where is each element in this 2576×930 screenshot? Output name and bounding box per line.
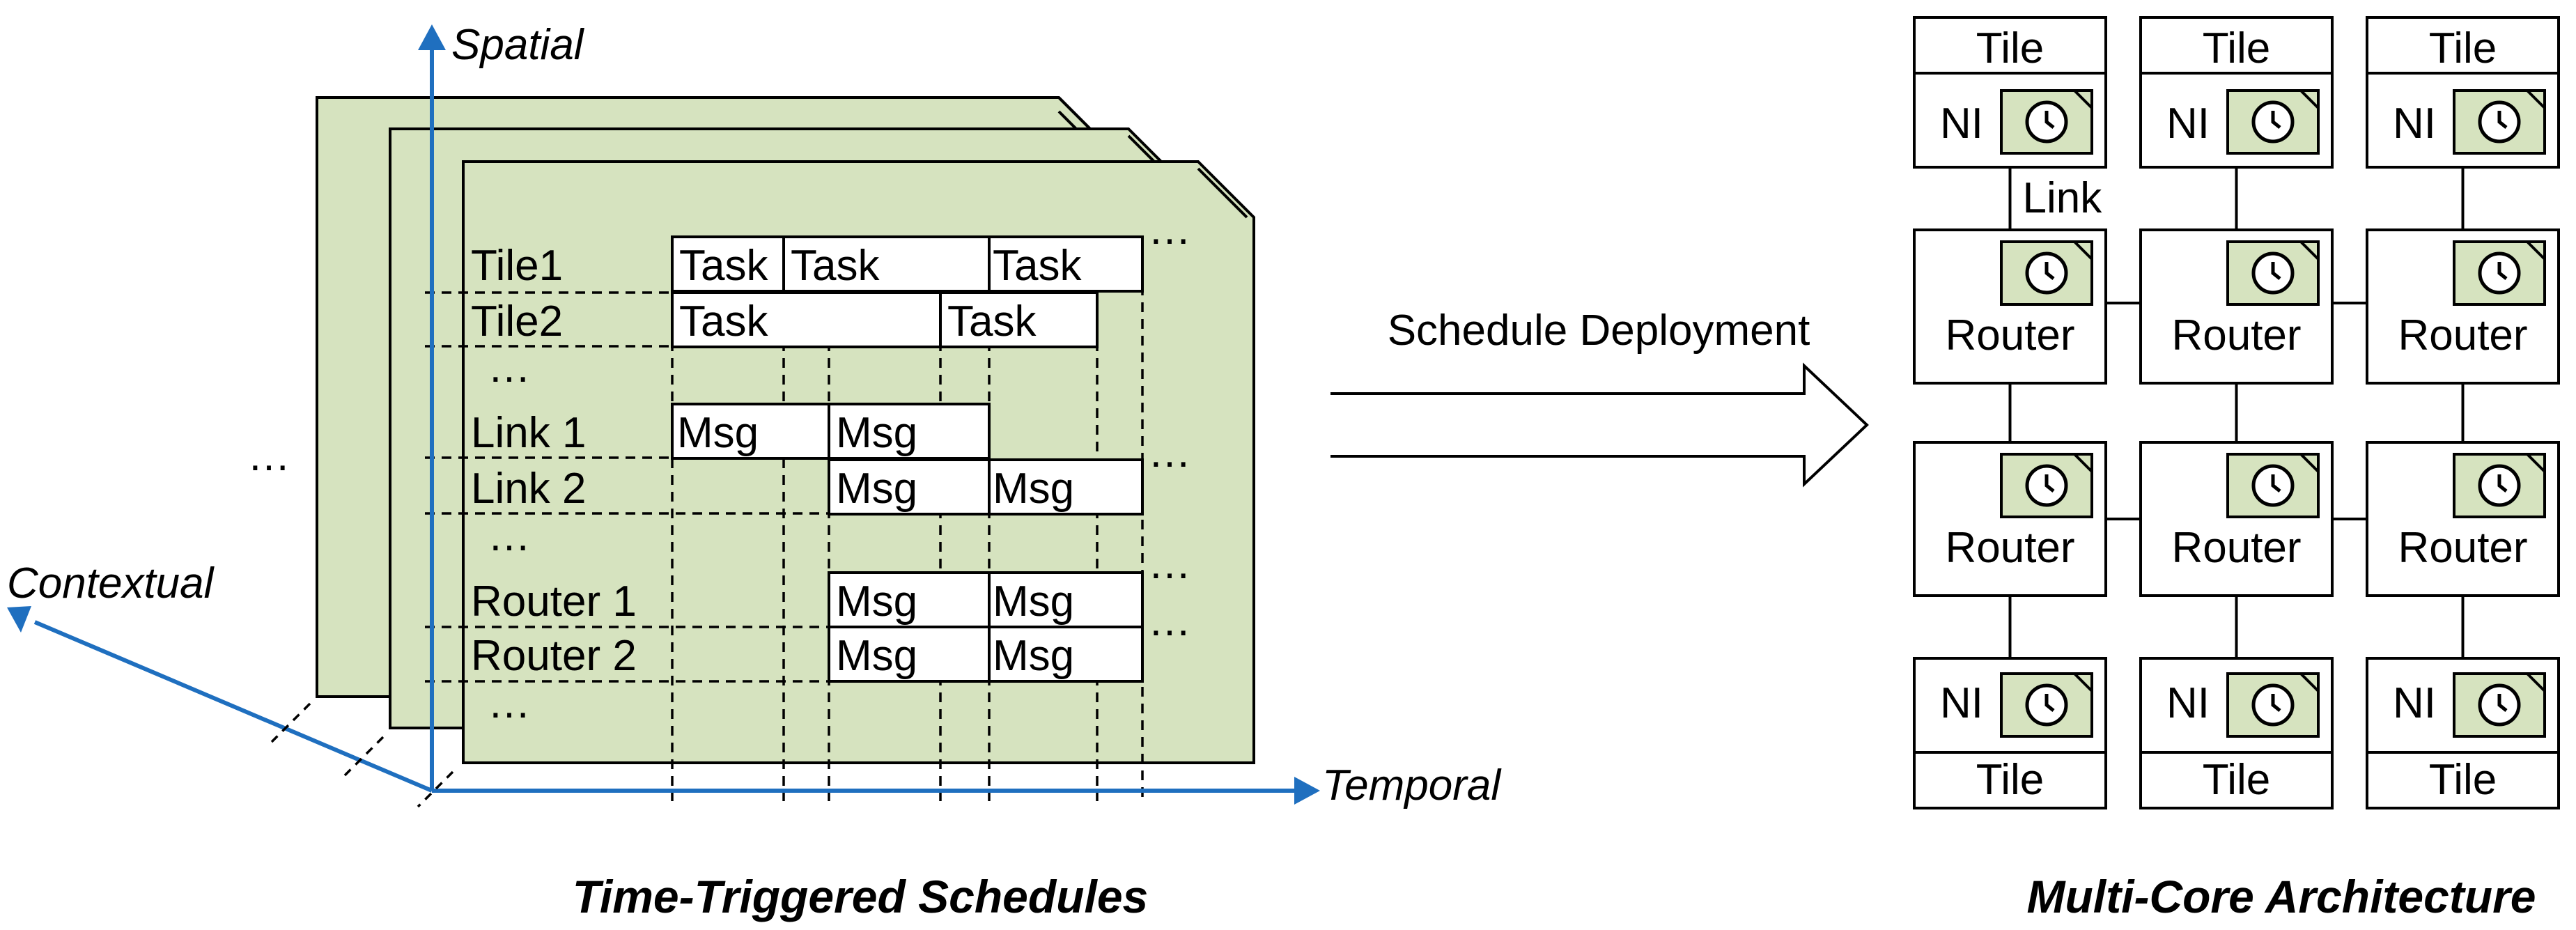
clock-hands <box>2271 474 2281 493</box>
ellipsis: … <box>247 432 290 480</box>
msg-label: Msg <box>993 465 1074 513</box>
clock-fold <box>2299 672 2320 692</box>
row-label: … <box>488 512 531 560</box>
router-label: Router <box>1945 524 2074 572</box>
schedule-ellipses: … … … … … <box>247 206 1191 645</box>
clock-hands <box>2497 474 2508 493</box>
tile-label: Tile <box>1976 24 2044 72</box>
clock-fold <box>2526 240 2546 261</box>
schedule-dashed-rows <box>425 291 829 683</box>
clock-hands <box>2497 111 2508 129</box>
ni-label: NI <box>2393 100 2436 148</box>
ni-label: NI <box>2166 679 2210 727</box>
router-label: Router <box>2171 311 2301 359</box>
ellipsis: … <box>1148 597 1191 645</box>
multicore-architecture: TileNIRouterRouterNITileTileNIRouterRout… <box>1913 16 2560 809</box>
row-label: Link 2 <box>471 465 586 513</box>
clock-fold <box>2526 672 2546 692</box>
contextual-axis <box>7 606 433 793</box>
row-label: Tile2 <box>471 297 563 346</box>
task-label: Task <box>993 242 1082 290</box>
clock-fold <box>2526 89 2546 109</box>
ni-label: NI <box>2166 100 2210 148</box>
temporal-axis <box>432 777 1320 805</box>
deployment-arrow: Schedule Deployment <box>1330 307 1869 488</box>
msg-label: Msg <box>677 409 759 457</box>
ellipsis: … <box>1148 206 1191 254</box>
clock-hands <box>2044 694 2055 712</box>
contextual-axis-label: Contextual <box>7 559 215 607</box>
clock-hands <box>2044 262 2055 280</box>
clock-hands <box>2497 262 2508 280</box>
spatial-axis-label: Spatial <box>451 21 585 69</box>
ni-label: NI <box>1940 679 1983 727</box>
schedule-box-labels: Task Task Task Task Task Msg Msg Msg Msg… <box>677 242 1082 680</box>
row-label: Router 2 <box>471 632 637 680</box>
clock-hands <box>2044 474 2055 493</box>
task-label: Task <box>679 242 768 290</box>
clock-hands <box>2497 694 2508 712</box>
ni-label: NI <box>2393 679 2436 727</box>
clock-hands <box>2271 262 2281 280</box>
msg-label: Msg <box>836 409 917 457</box>
msg-label: Msg <box>993 632 1074 680</box>
clock-fold <box>2299 89 2320 109</box>
router-label: Router <box>2398 524 2527 572</box>
clock-fold <box>2526 453 2546 473</box>
row-label: Link 1 <box>471 409 586 457</box>
msg-label: Msg <box>836 632 917 680</box>
clock-fold <box>2073 672 2093 692</box>
ellipsis: … <box>1148 540 1191 588</box>
clock-fold <box>2073 240 2093 261</box>
architecture-caption: Multi-Core Architecture <box>2027 871 2536 922</box>
clock-hands <box>2271 111 2281 129</box>
row-label: Tile1 <box>471 242 563 290</box>
clock-hands <box>2271 694 2281 712</box>
router-label: Router <box>2398 311 2527 359</box>
clock-hands <box>2044 111 2055 129</box>
tile-label: Tile <box>2429 756 2497 804</box>
router-label: Router <box>2171 524 2301 572</box>
tile-label: Tile <box>1976 756 2044 804</box>
schedule-boxes <box>671 235 1144 683</box>
schedules-caption: Time-Triggered Schedules <box>573 871 1148 922</box>
schedule-row-labels: Tile1 Tile2 … Link 1 Link 2 … Router 1 R… <box>471 242 637 727</box>
link-label: Link <box>2023 174 2103 222</box>
tile-label: Tile <box>2203 756 2271 804</box>
msg-label: Msg <box>836 578 917 626</box>
row-label: … <box>488 679 531 727</box>
msg-label: Msg <box>836 465 917 513</box>
clock-fold <box>2299 240 2320 261</box>
msg-label: Msg <box>993 578 1074 626</box>
row-label: Router 1 <box>471 578 637 626</box>
clock-fold <box>2299 453 2320 473</box>
deployment-label: Schedule Deployment <box>1388 307 1810 355</box>
router-label: Router <box>1945 311 2074 359</box>
task-label: Task <box>791 242 880 290</box>
axes: Spatial Temporal Contextual <box>7 21 1502 809</box>
tile-label: Tile <box>2203 24 2271 72</box>
clock-fold <box>2073 453 2093 473</box>
spatial-axis <box>418 24 446 791</box>
ni-label: NI <box>1940 100 1983 148</box>
ellipsis: … <box>1148 428 1191 476</box>
row-label: … <box>488 343 531 392</box>
temporal-axis-label: Temporal <box>1322 761 1502 809</box>
tile-label: Tile <box>2429 24 2497 72</box>
clock-fold <box>2073 89 2093 109</box>
task-label: Task <box>679 297 768 346</box>
task-label: Task <box>947 297 1037 346</box>
